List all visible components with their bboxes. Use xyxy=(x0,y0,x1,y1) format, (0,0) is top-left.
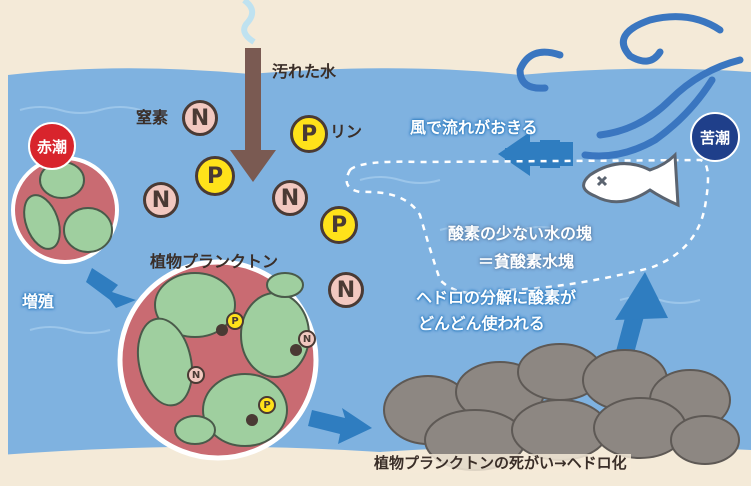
sludge-caption: 植物プランクトンの死がい→ヘドロ化 xyxy=(370,454,631,473)
decomposition-label-line1: ヘドロの分解に酸素が xyxy=(416,288,577,307)
nitrogen-icon: N xyxy=(298,330,316,348)
nitrogen-icon: N xyxy=(272,180,308,216)
proliferation-label: 増殖 xyxy=(22,292,55,311)
phosphorus-label: リン xyxy=(330,122,363,141)
plankton-cells xyxy=(136,272,310,447)
polluted-water-arrow-head xyxy=(230,150,276,182)
phytoplankton-label: 植物プランクトン xyxy=(150,252,279,271)
phosphorus-icon: P xyxy=(290,115,328,153)
phosphorus-icon: P xyxy=(226,312,244,330)
phosphorus-icon: P xyxy=(258,396,276,414)
dead-fish-icon xyxy=(582,151,680,208)
sludge-arrow xyxy=(308,408,372,444)
polluted-water-label: 汚れた水 xyxy=(272,62,337,81)
wind-flow-label: 風で流れがおきる xyxy=(410,118,538,137)
nitrogen-icon: N xyxy=(187,366,205,384)
proliferation-arrow xyxy=(86,268,136,308)
wind-arrow-body xyxy=(528,142,573,166)
sludge-pile xyxy=(383,343,740,471)
polluted-stream xyxy=(241,0,256,45)
phosphorus-icon: P xyxy=(195,156,235,196)
plankton-mouths xyxy=(216,324,302,426)
decomposition-label-line2: どんどん使われる xyxy=(418,314,545,333)
nitrogen-label: 窒素 xyxy=(136,108,169,127)
polluted-water-arrow-shaft xyxy=(245,48,261,150)
nitrogen-icon: N xyxy=(182,100,218,136)
low-oxygen-label-line2: ＝貧酸素水塊 xyxy=(478,252,575,271)
wind-arrow-head xyxy=(498,132,530,176)
low-oxygen-label-line1: 酸素の少ない水の塊 xyxy=(448,224,593,243)
blue-tide-badge: 苦潮 xyxy=(690,112,740,162)
wind-icon xyxy=(516,13,744,160)
nitrogen-icon: N xyxy=(143,182,179,218)
water-waves xyxy=(19,106,701,334)
phosphorus-icon: P xyxy=(320,206,358,244)
red-tide-badge: 赤潮 xyxy=(28,122,76,170)
upward-arrow-head xyxy=(615,272,668,320)
nitrogen-icon: N xyxy=(328,272,364,308)
